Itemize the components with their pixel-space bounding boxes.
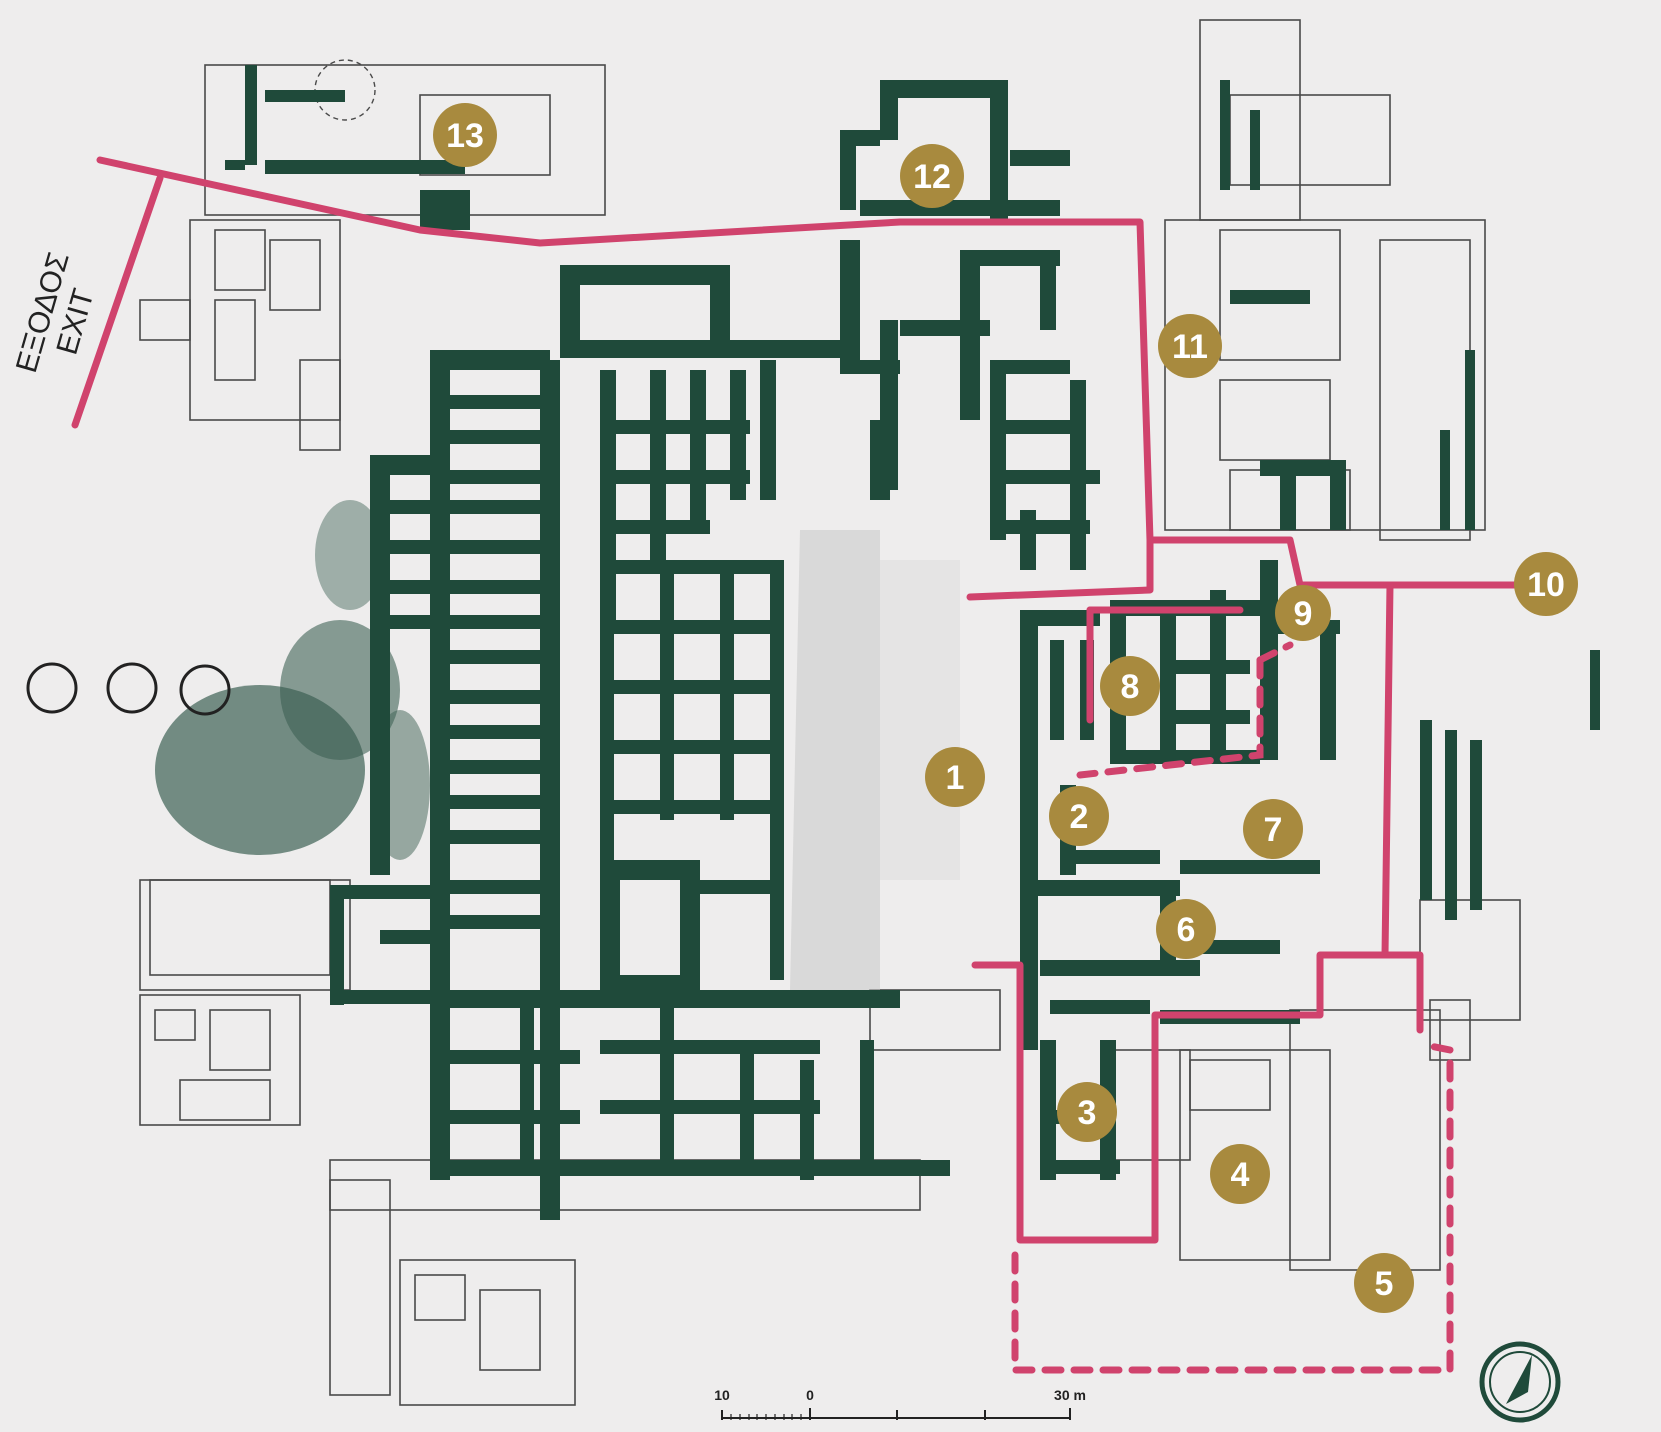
marker-9-label: 9 — [1294, 595, 1313, 633]
marker-5[interactable]: 5 — [1354, 1253, 1414, 1313]
marker-11-label: 11 — [1172, 328, 1208, 366]
pit-2 — [106, 662, 158, 714]
marker-13[interactable]: 13 — [433, 103, 497, 167]
marker-2[interactable]: 2 — [1049, 786, 1109, 846]
marker-1-label: 1 — [946, 759, 965, 797]
scale-bar: 10 0 30 m — [714, 1387, 1086, 1420]
exit-label: ΕΞΟΔΟΣ EXIT — [10, 248, 101, 376]
marker-12[interactable]: 12 — [900, 144, 964, 208]
marker-4[interactable]: 4 — [1210, 1144, 1270, 1204]
marker-8-label: 8 — [1121, 668, 1140, 706]
marker-1[interactable]: 1 — [925, 747, 985, 807]
pit-3 — [179, 664, 231, 716]
marker-11[interactable]: 11 — [1158, 314, 1222, 378]
site-markers: 1 2 3 4 5 6 7 8 9 10 11 12 13 — [433, 103, 1578, 1313]
scale-label-right: 30 m — [1054, 1387, 1086, 1403]
pit-1 — [26, 662, 78, 714]
marker-13-label: 13 — [446, 117, 484, 155]
marker-4-label: 4 — [1231, 1156, 1250, 1194]
marker-12-label: 12 — [913, 158, 951, 196]
marker-5-label: 5 — [1375, 1265, 1394, 1303]
marker-10-label: 10 — [1527, 566, 1565, 604]
marker-3-label: 3 — [1078, 1094, 1097, 1132]
marker-2-label: 2 — [1070, 798, 1089, 836]
visitor-route — [71, 156, 1524, 1374]
marker-10[interactable]: 10 — [1514, 552, 1578, 616]
marker-9[interactable]: 9 — [1275, 585, 1331, 641]
north-arrow-icon — [1479, 1341, 1561, 1423]
scale-label-zero: 0 — [806, 1387, 814, 1403]
circular-pits — [26, 662, 231, 716]
marker-8[interactable]: 8 — [1100, 656, 1160, 716]
west-wing-walls — [330, 80, 1100, 1220]
marker-6[interactable]: 6 — [1156, 899, 1216, 959]
marker-6-label: 6 — [1177, 911, 1196, 949]
scale-label-left: 10 — [714, 1387, 730, 1403]
marker-7[interactable]: 7 — [1243, 799, 1303, 859]
marker-7-label: 7 — [1264, 811, 1283, 849]
marker-3[interactable]: 3 — [1057, 1082, 1117, 1142]
